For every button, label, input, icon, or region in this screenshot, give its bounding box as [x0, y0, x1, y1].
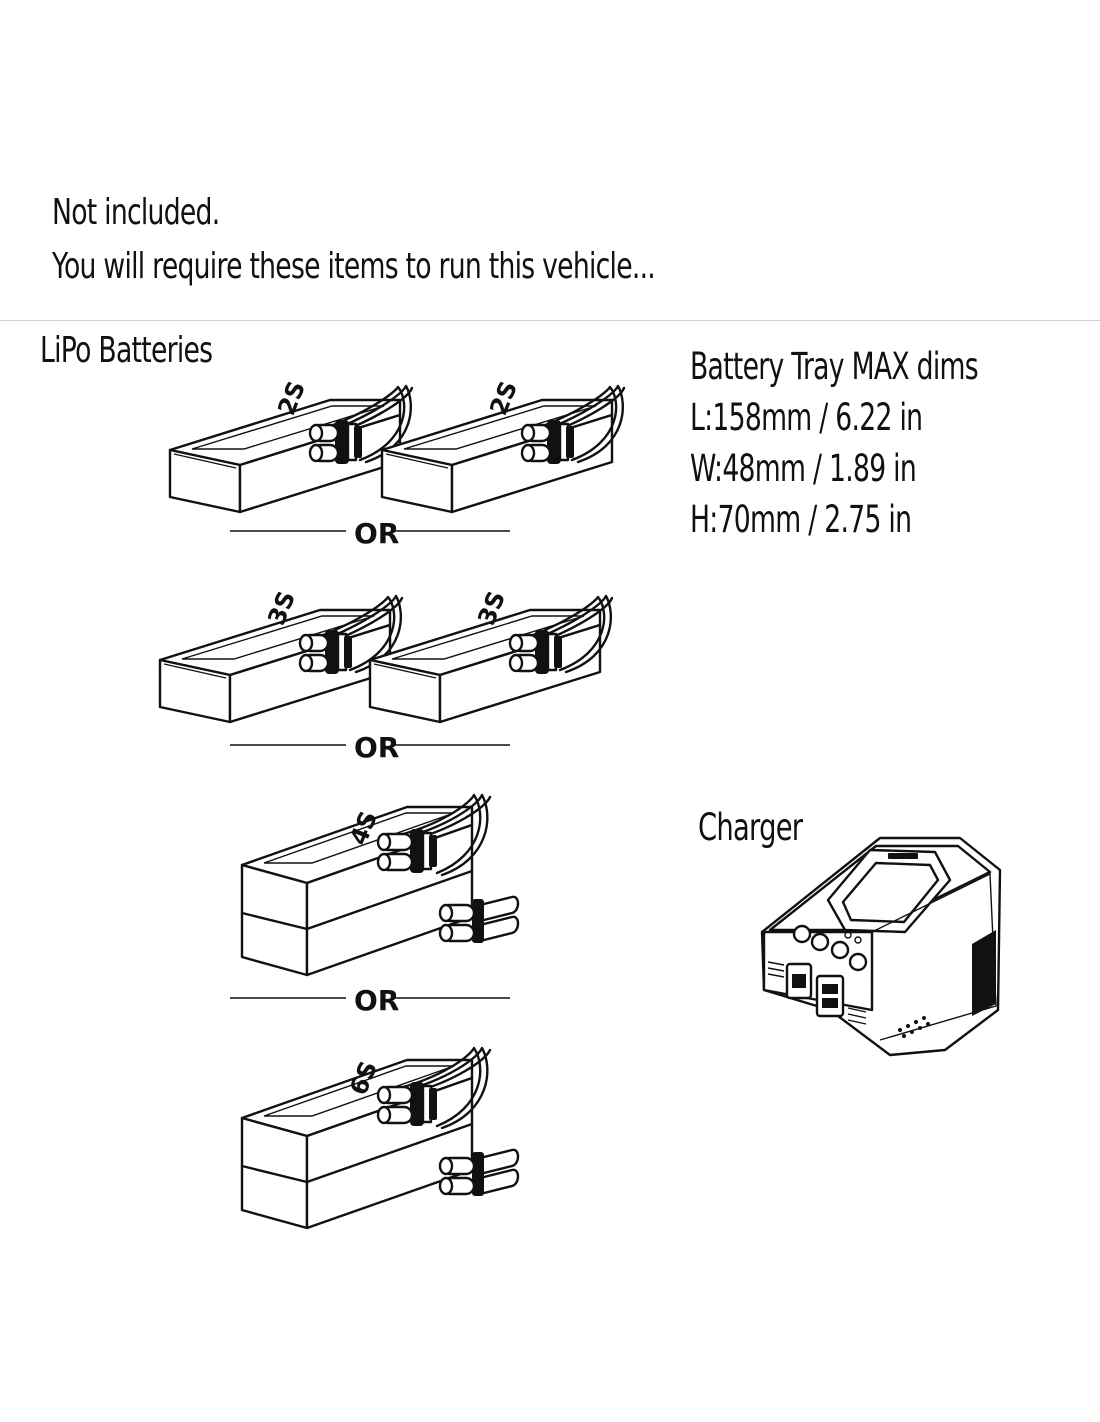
charger-title: Charger	[698, 806, 803, 849]
section-divider	[0, 320, 1100, 321]
intro-line-1: Not included.	[52, 192, 220, 233]
charger-illustration	[760, 836, 1002, 1057]
tray-dims-title: Battery Tray MAX dims	[690, 345, 979, 388]
or-separator: OR	[354, 517, 399, 550]
intro-line-2: You will require these items to run this…	[52, 246, 656, 287]
tray-height: H:70mm / 2.75 in	[690, 498, 912, 541]
or-separator: OR	[354, 984, 399, 1017]
or-separator: OR	[354, 731, 399, 764]
tray-width: W:48mm / 1.89 in	[690, 447, 917, 490]
lipo-batteries-title: LiPo Batteries	[40, 330, 213, 371]
tray-length: L:158mm / 6.22 in	[690, 396, 923, 439]
